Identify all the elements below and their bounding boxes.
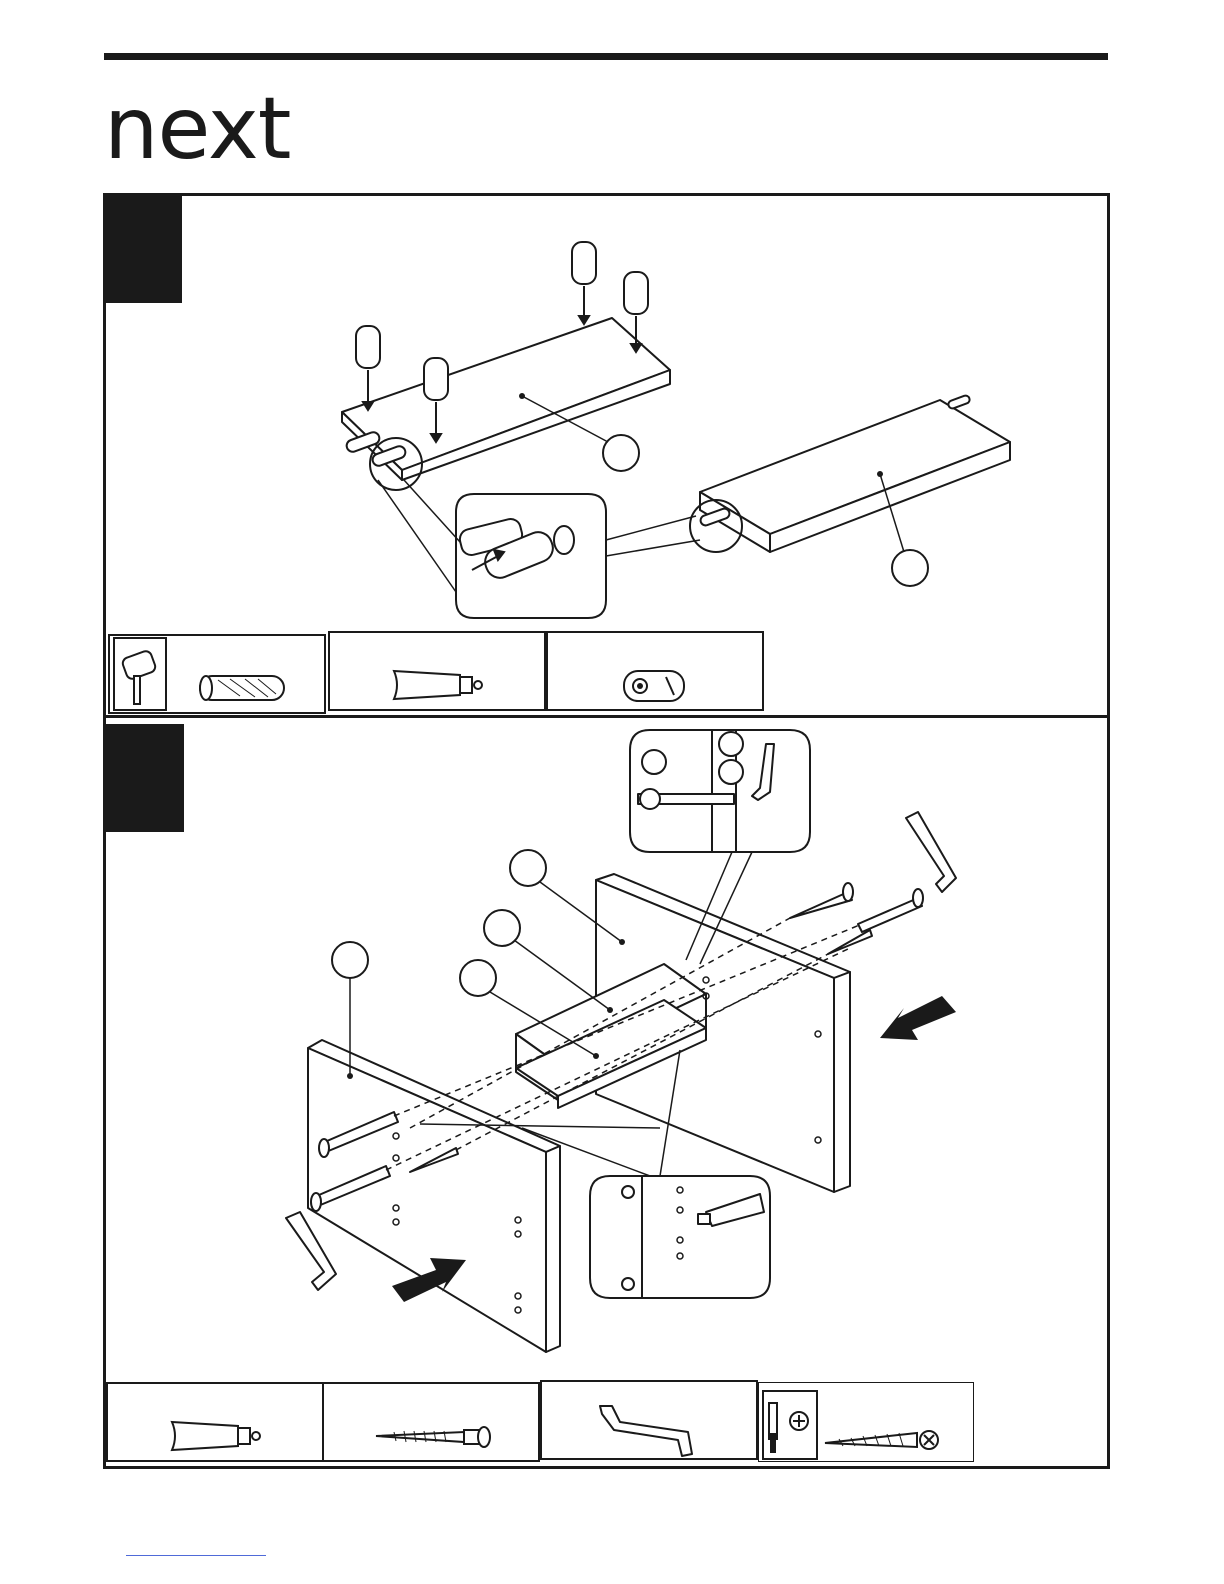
- step-2-part-labels: [332, 850, 546, 996]
- step-2-front-panel: [308, 1040, 560, 1352]
- footer-link-underline[interactable]: [126, 1555, 266, 1556]
- step-1-shelf-right: [700, 400, 1010, 552]
- step-2-top-callout: [630, 730, 810, 852]
- step-1-callout-bubble: [456, 494, 606, 618]
